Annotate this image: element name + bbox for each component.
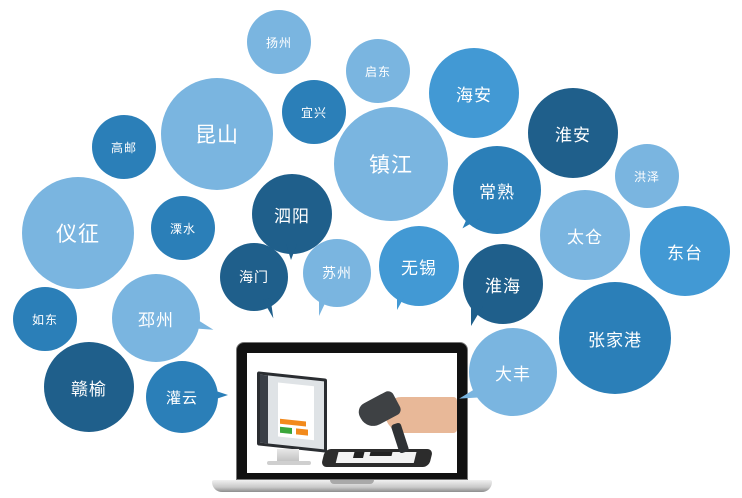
bubble-label: 昆山 <box>195 123 239 147</box>
bubble-yangzhou[interactable]: 扬州 <box>247 10 311 74</box>
bubble-changshu[interactable]: 常熟 <box>453 146 541 234</box>
speech-tail <box>188 316 216 336</box>
laptop-base <box>212 480 492 492</box>
bubble-rudong[interactable]: 如东 <box>13 287 77 351</box>
smartphone-image <box>320 449 434 467</box>
bubble-label: 镇江 <box>369 153 413 177</box>
bubble-label: 海门 <box>239 270 269 286</box>
bubble-label: 高邮 <box>110 140 137 155</box>
bubble-qidong[interactable]: 启东 <box>346 39 410 103</box>
bubble-taicang[interactable]: 太仓 <box>540 190 630 280</box>
bubble-label: 常熟 <box>479 182 515 203</box>
bubble-label: 苏州 <box>322 266 352 282</box>
bubble-label: 启东 <box>364 64 391 79</box>
bubble-label: 邳州 <box>138 310 174 331</box>
laptop-screen <box>247 353 457 473</box>
monitor-foot <box>267 461 311 465</box>
bubble-label: 无锡 <box>401 258 437 279</box>
bubble-gaoyou[interactable]: 高邮 <box>92 115 156 179</box>
desktop-monitor-image <box>257 371 327 453</box>
bubble-label: 大丰 <box>495 364 531 385</box>
speech-tail <box>454 203 482 229</box>
bubble-kunshan[interactable]: 昆山 <box>161 78 273 190</box>
speech-tail <box>397 292 407 310</box>
bubble-siyang[interactable]: 泗阳 <box>252 174 332 260</box>
bubble-zhenjiang[interactable]: 镇江 <box>334 107 448 221</box>
bubble-haian[interactable]: 海安 <box>429 48 519 138</box>
bubble-label: 灌云 <box>165 388 198 407</box>
bubble-haimen[interactable]: 海门 <box>220 243 288 320</box>
laptop-illustration <box>212 342 492 498</box>
bubble-label: 扬州 <box>265 35 292 50</box>
speech-tail <box>286 244 297 260</box>
bubble-wuxi[interactable]: 无锡 <box>379 226 459 310</box>
speech-tail <box>471 306 483 326</box>
bubble-huaihai[interactable]: 淮海 <box>463 244 543 326</box>
bubble-yizheng[interactable]: 仪征 <box>22 177 134 289</box>
bubble-label: 仪征 <box>56 222 100 246</box>
bubble-ganyu[interactable]: 赣榆 <box>44 342 134 432</box>
bubble-dafeng[interactable]: 大丰 <box>457 328 557 416</box>
bubble-label: 赣榆 <box>71 379 107 400</box>
bubble-label: 张家港 <box>588 330 642 351</box>
laptop-notch <box>330 480 374 484</box>
bubble-hongze[interactable]: 洪泽 <box>615 144 679 208</box>
bubble-huaian[interactable]: 淮安 <box>528 88 618 178</box>
bubble-suzhou[interactable]: 苏州 <box>303 239 371 316</box>
bubble-yixing[interactable]: 宜兴 <box>282 80 346 144</box>
monitor-stand <box>277 449 299 463</box>
bubble-lishui[interactable]: 溧水 <box>151 196 215 260</box>
speech-tail <box>262 298 274 320</box>
bubble-zhangjiagang[interactable]: 张家港 <box>559 282 671 394</box>
speech-tail <box>210 389 228 401</box>
bubble-guanyun[interactable]: 灌云 <box>146 361 228 433</box>
bubble-label: 海安 <box>456 85 492 106</box>
bubble-label: 淮海 <box>485 276 521 297</box>
bubble-label: 东台 <box>667 243 703 264</box>
bubble-label: 宜兴 <box>300 105 327 120</box>
bubble-label: 太仓 <box>567 227 603 248</box>
bubble-label: 洪泽 <box>633 169 660 184</box>
bubble-dongtai[interactable]: 东台 <box>640 206 730 296</box>
bubble-label: 泗阳 <box>274 206 310 227</box>
bubble-label: 溧水 <box>169 221 196 236</box>
laptop-lid <box>236 342 468 480</box>
bubble-label: 淮安 <box>555 125 591 146</box>
bubble-label: 如东 <box>31 312 58 327</box>
speech-tail <box>319 297 328 316</box>
bubble-pizhou[interactable]: 邳州 <box>112 274 216 362</box>
